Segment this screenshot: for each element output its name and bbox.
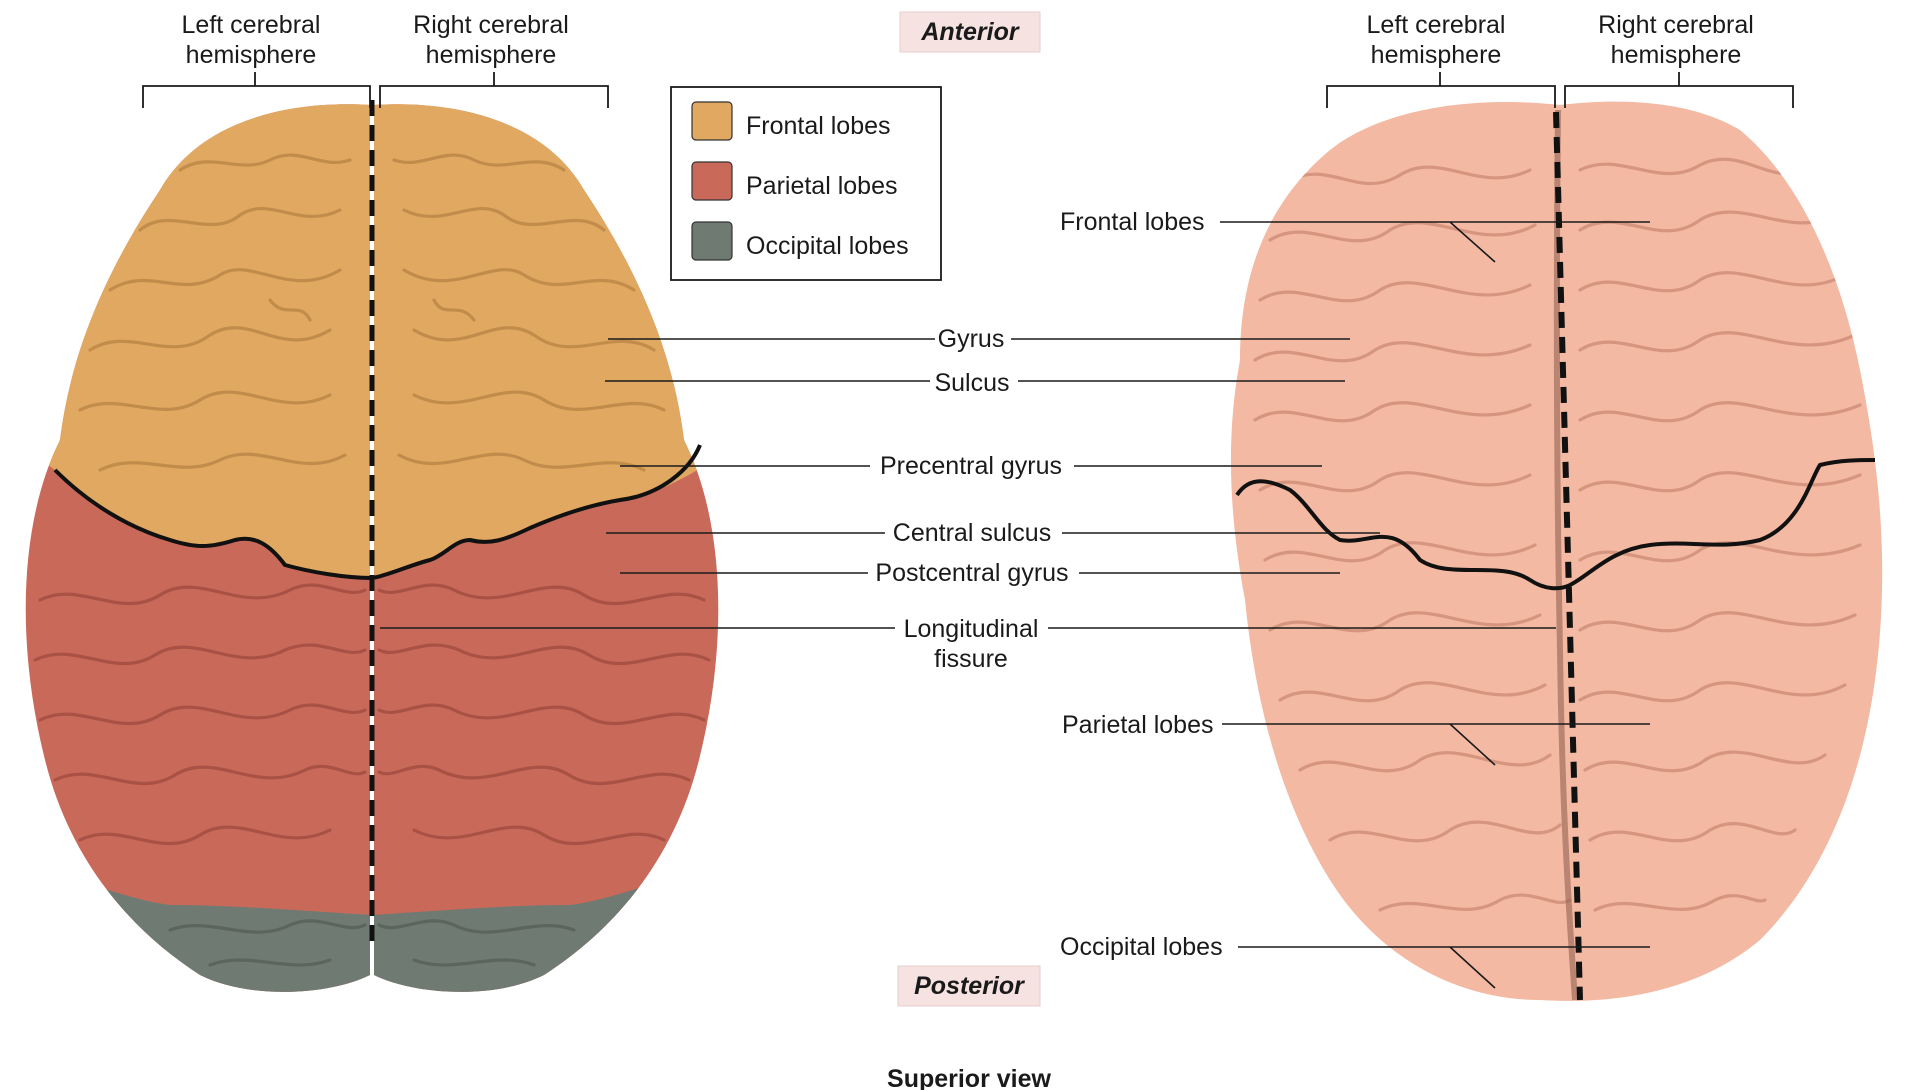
legend-label-occipital: Occipital lobes	[746, 232, 909, 260]
legend-swatch-occipital	[691, 221, 733, 261]
precentral-gyrus-label: Precentral gyrus	[880, 452, 1062, 480]
postcentral-gyrus-label: Postcentral gyrus	[875, 559, 1068, 587]
frontal-gyri-left	[78, 153, 352, 472]
left-figure-left-bracket	[142, 72, 371, 108]
legend-swatch-parietal	[691, 161, 733, 201]
posterior-badge-bg	[897, 965, 1041, 1007]
right-figure-left-bracket	[1326, 72, 1556, 108]
parietal-gyri-right	[377, 583, 711, 846]
frontal-gyri-right	[392, 153, 666, 472]
frontal-lobes-leader	[1220, 221, 1650, 263]
longitudinal-fissure-label-line2: fissure	[934, 645, 1008, 673]
left-figure-left-hemisphere-line2: hemisphere	[186, 41, 317, 69]
legend-swatch-frontal	[691, 101, 733, 141]
left-figure-right-bracket	[379, 72, 609, 108]
view-title: Superior view	[887, 1065, 1051, 1090]
posterior-badge: Posterior	[897, 965, 1041, 1007]
longitudinal-fissure-dashed-line-right	[1553, 111, 1583, 1001]
right-figure-right-bracket	[1564, 72, 1794, 108]
central-sulcus-label: Central sulcus	[893, 519, 1051, 547]
right-figure-left-hemisphere-line1: Left cerebral	[1367, 11, 1506, 39]
central-sulcus-line-photo	[1235, 458, 1876, 591]
parietal-gyri-left	[33, 583, 367, 846]
right-figure-hemisphere-headers: Left cerebral hemisphere Right cerebral …	[1326, 11, 1794, 108]
right-figure-right-hemisphere-line1: Right cerebral	[1598, 11, 1754, 39]
legend-label-frontal: Frontal lobes	[746, 112, 891, 140]
photographic-brain	[1230, 101, 1883, 1001]
illustrated-brain	[25, 100, 719, 992]
parietal-lobes-leader	[1222, 723, 1650, 766]
right-figure-left-hemisphere-line2: hemisphere	[1371, 41, 1502, 69]
legend-label-parietal: Parietal lobes	[746, 172, 897, 200]
center-labels: Gyrus Sulcus Precentral gyrus Central su…	[380, 325, 1556, 673]
occipital-gyri-left	[168, 919, 367, 967]
left-figure-right-hemisphere-line1: Right cerebral	[413, 11, 569, 39]
parietal-lobes-label: Parietal lobes	[1062, 711, 1213, 739]
anterior-label: Anterior	[920, 18, 1020, 46]
photo-fissure-shadow	[1553, 109, 1578, 1001]
gyrus-label: Gyrus	[938, 325, 1005, 353]
left-figure-hemisphere-headers: Left cerebral hemisphere Right cerebral …	[142, 11, 609, 108]
anterior-badge: Anterior	[899, 11, 1041, 53]
right-figure-right-hemisphere-line2: hemisphere	[1611, 41, 1742, 69]
right-hemisphere-illustration	[374, 104, 719, 992]
left-figure-right-hemisphere-line2: hemisphere	[426, 41, 557, 69]
central-sulcus-line-illustration	[53, 444, 702, 581]
posterior-label: Posterior	[914, 972, 1025, 1000]
occipital-gyri-right	[377, 919, 576, 967]
sulcus-label: Sulcus	[934, 369, 1009, 397]
anterior-badge-bg	[899, 11, 1041, 53]
legend: Frontal lobes Parietal lobes Occipital l…	[670, 86, 942, 281]
frontal-lobes-label: Frontal lobes	[1060, 208, 1205, 236]
longitudinal-fissure-label-line1: Longitudinal	[904, 615, 1039, 643]
occipital-lobes-leader	[1238, 946, 1650, 989]
photo-lobe-labels: Frontal lobes Parietal lobes Occipital l…	[1060, 208, 1650, 989]
left-figure-left-hemisphere-line1: Left cerebral	[182, 11, 321, 39]
occipital-lobes-label: Occipital lobes	[1060, 933, 1223, 961]
photo-brain-gyri	[1253, 157, 1862, 912]
